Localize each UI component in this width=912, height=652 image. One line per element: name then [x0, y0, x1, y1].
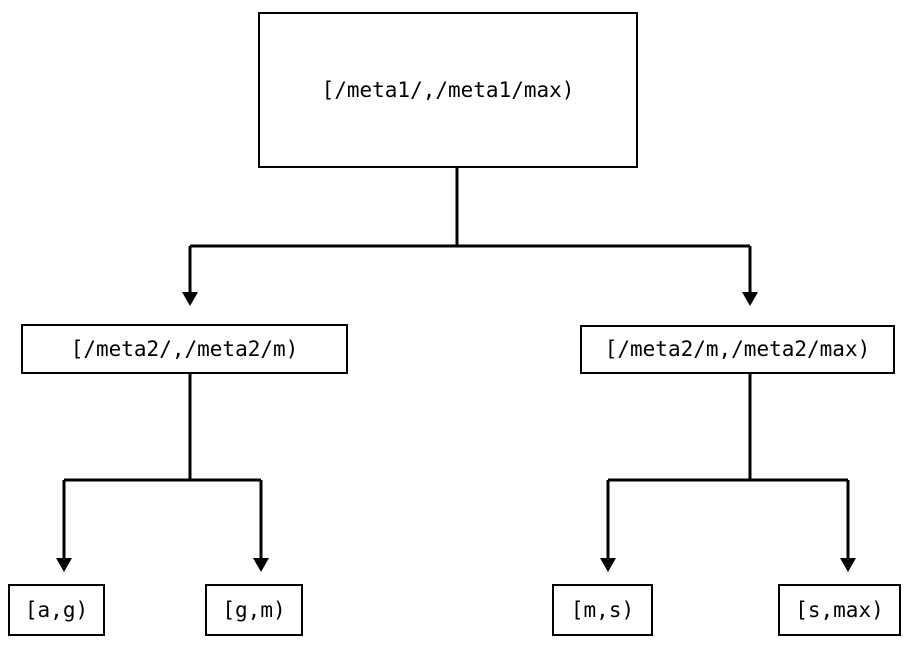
- arrowhead-to-leaf-3: [600, 558, 616, 572]
- node-leaf-4-label: [s,max): [795, 597, 884, 622]
- node-root-label: [/meta1/,/meta1/max): [321, 77, 575, 102]
- arrowhead-to-leaf-4: [840, 558, 856, 572]
- arrowhead-to-mid-right: [742, 292, 758, 306]
- node-mid-left[interactable]: [/meta2/,/meta2/m): [21, 324, 348, 374]
- node-leaf-2-label: [g,m): [222, 597, 286, 622]
- arrowhead-to-mid-left: [182, 292, 198, 306]
- arrowhead-to-leaf-2: [253, 558, 269, 572]
- node-mid-right-label: [/meta2/m,/meta2/max): [604, 337, 871, 361]
- arrowhead-group: [56, 292, 856, 572]
- node-leaf-3-label: [m,s): [570, 597, 635, 622]
- arrowhead-to-leaf-1: [56, 558, 72, 572]
- node-mid-right[interactable]: [/meta2/m,/meta2/max): [580, 325, 895, 374]
- node-leaf-1-label: [a,g): [24, 597, 89, 622]
- node-leaf-2[interactable]: [g,m): [205, 584, 303, 636]
- node-leaf-3[interactable]: [m,s): [552, 584, 653, 636]
- node-root[interactable]: [/meta1/,/meta1/max): [258, 12, 638, 168]
- node-leaf-4[interactable]: [s,max): [778, 584, 901, 636]
- node-mid-left-label: [/meta2/,/meta2/m): [70, 336, 299, 361]
- node-leaf-1[interactable]: [a,g): [8, 584, 105, 636]
